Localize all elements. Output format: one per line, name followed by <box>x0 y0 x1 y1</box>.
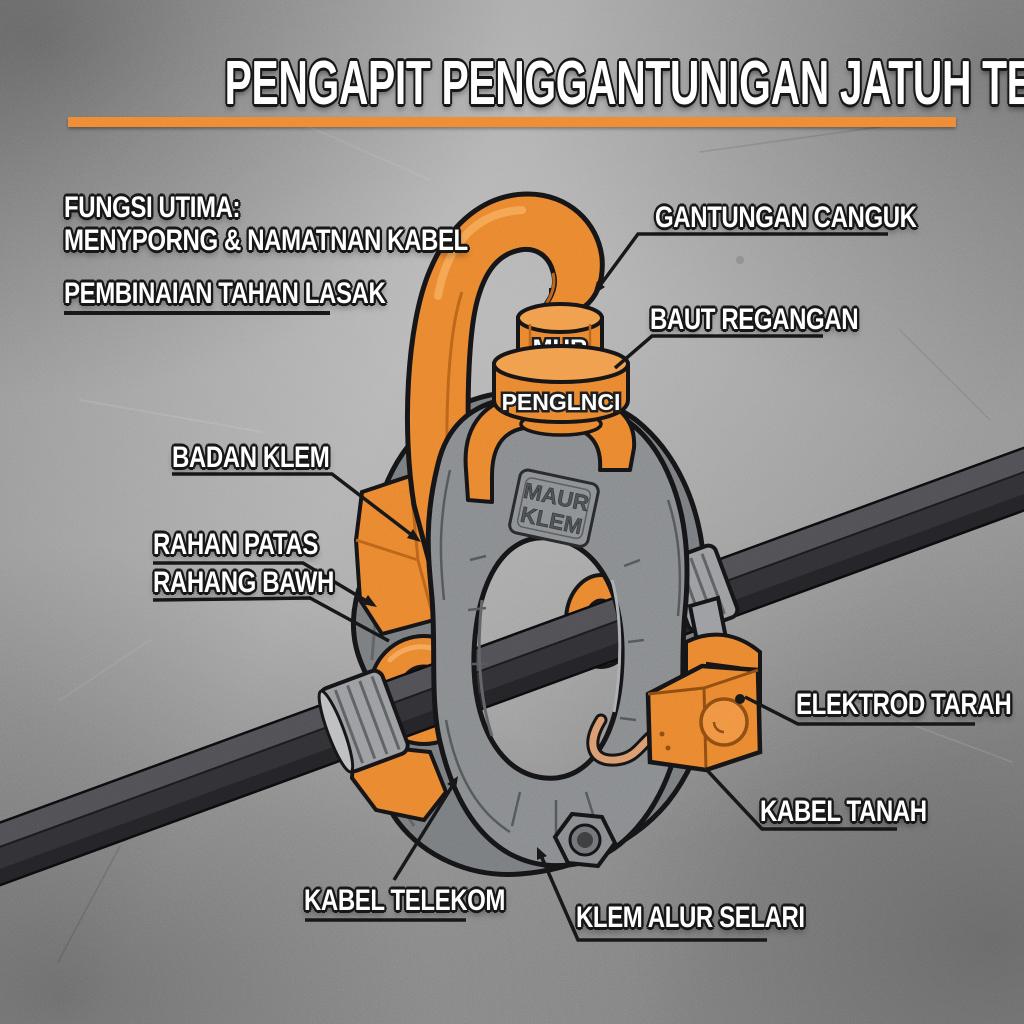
label-upper-jaw: RAHAN PATAS <box>153 528 318 561</box>
function-heading: FUNGSI UTIMA: <box>64 191 241 224</box>
label-telecom-cable: KABEL TELEKOM <box>304 884 506 917</box>
page-title: PENGAPIT PENGGANTUNIGAN JATUH TELEKOM <box>0 47 1024 118</box>
function-text: MENYPORNG & NAMATNAN KABEL <box>64 224 468 257</box>
page-title-text: PENGAPIT PENGGANTUNIGAN JATUH TELEKOM <box>224 47 1024 118</box>
nut-text-penglnci: PENGLNCI <box>502 389 621 415</box>
label-clamp-body: BADAN KLEM <box>172 441 330 474</box>
label-lower-jaw: RAHANG BAWH <box>153 566 334 599</box>
label-ground-electrode: ELEKTROD TARAH <box>796 688 1012 721</box>
label-ground-cable: KABEL TANAH <box>760 795 927 828</box>
label-parallel-groove-clamp: KLEM ALUR SELARI <box>576 901 805 934</box>
label-tension-bolt: BAUT REGANGAN <box>650 303 859 336</box>
durability-text: PEMBINAIAN TAHAN LASAK <box>64 277 386 310</box>
label-hook: GANTUNGAN CANGUK <box>655 201 917 234</box>
title-accent-bar <box>68 117 956 127</box>
lock-nut: PENGLNCI <box>492 344 630 425</box>
